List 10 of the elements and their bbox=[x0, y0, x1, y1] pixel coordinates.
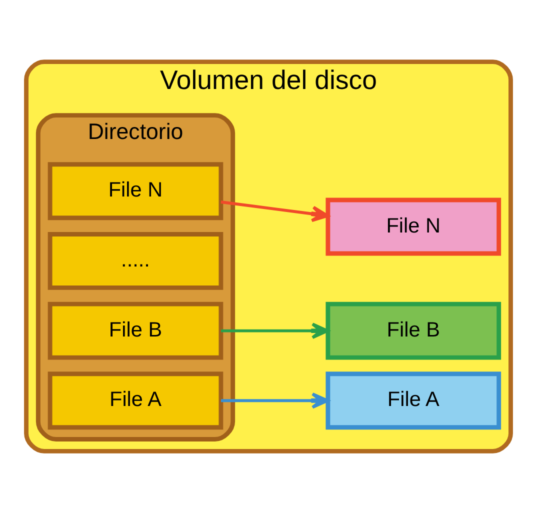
node-box: File N bbox=[48, 162, 224, 220]
node-box: ..... bbox=[48, 232, 224, 290]
node-box: File B bbox=[326, 302, 502, 360]
arrow bbox=[220, 200, 329, 222]
arrow bbox=[220, 392, 329, 409]
node-box: File N bbox=[326, 198, 502, 256]
node-box: File A bbox=[48, 372, 224, 430]
node-box: File B bbox=[48, 302, 224, 360]
arrow bbox=[220, 322, 329, 339]
node-box: File A bbox=[326, 372, 502, 430]
